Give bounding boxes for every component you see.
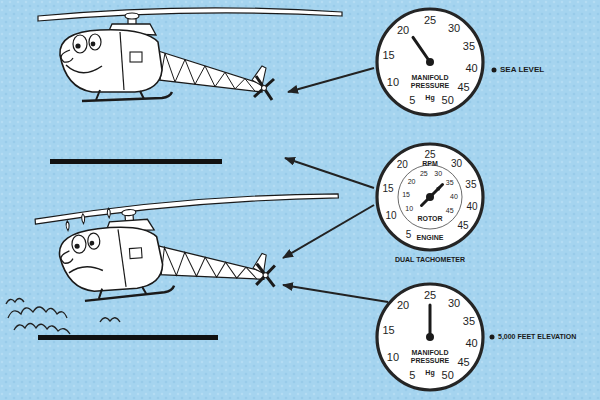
scale-number: 50 — [442, 369, 454, 381]
pointer-arrow — [283, 285, 388, 302]
ground-bar — [50, 159, 222, 164]
ground-bar — [38, 335, 218, 340]
dial-caption: MANIFOLD PRESSURE — [406, 74, 454, 89]
scale-number: 50 — [442, 94, 454, 106]
scale-number: 20 — [408, 178, 416, 186]
scale-number: 25 — [424, 149, 435, 160]
scale-number: 45 — [457, 81, 469, 93]
sweat-drops — [65, 208, 111, 231]
scale-number: 40 — [465, 337, 477, 349]
scale-number: 20 — [397, 159, 408, 170]
dial-face — [378, 285, 482, 389]
scale-number: 20 — [397, 299, 409, 311]
scale-number: 15 — [402, 191, 410, 199]
dual-tachometer-dial: 51015202530354045RPM1015202530354045ROTO… — [375, 142, 485, 252]
manifold-pressure-dial: 5 10 15 20 25 3035 40 4550 MANIFOLD PRESSURE Hg — [375, 7, 485, 117]
scale-number: 45 — [457, 356, 469, 368]
scale-number: 5 — [409, 369, 415, 381]
dial-rim — [377, 284, 483, 390]
pointer-arrow — [283, 205, 374, 258]
dial-caption: ROTOR — [417, 215, 442, 223]
manifold-pressure-dial: 5 10 15 20 25 3035 40 4550 MANIFOLD PRESSURE Hg — [375, 282, 485, 392]
scale-number: 35 — [463, 315, 475, 327]
scale-number: 45 — [457, 219, 468, 230]
dust-stroke — [14, 324, 70, 335]
dial-caption: Hg — [425, 369, 434, 377]
scale-number: 10 — [387, 351, 399, 363]
scale-number: 45 — [446, 207, 454, 215]
scale-number: 40 — [465, 62, 477, 74]
scale-number: 35 — [463, 40, 475, 52]
dial-rim — [377, 144, 483, 250]
instrument-name: DUAL TACHOMETER — [395, 256, 465, 264]
scale-number: 10 — [405, 205, 413, 213]
dust-stroke — [8, 307, 67, 318]
scale-number: 35 — [465, 178, 476, 189]
needle — [422, 185, 443, 206]
dial-face — [378, 145, 482, 249]
elevation-label: 5,000 FEET ELEVATION — [498, 333, 576, 341]
scale-number: 30 — [434, 171, 442, 179]
dial-caption: ENGINE — [417, 234, 444, 242]
gauge-faces — [378, 10, 482, 389]
scale-number: 15 — [382, 183, 393, 194]
dial-caption: MANIFOLD PRESSURE — [406, 349, 454, 364]
scale-number: 40 — [466, 200, 477, 211]
scale-number: 40 — [450, 193, 458, 201]
scale-number: 10 — [385, 210, 396, 221]
elevation-label: SEA LEVEL — [500, 66, 544, 75]
helicopter-figure — [38, 8, 342, 101]
bullet — [492, 68, 497, 73]
dust-stroke — [6, 299, 24, 305]
bullet — [490, 335, 495, 340]
inner-scale-ring — [398, 165, 462, 229]
pointer-arrows — [283, 68, 388, 302]
dust-stroke — [100, 318, 120, 322]
scale-number: 25 — [420, 170, 428, 178]
scale-number: 35 — [446, 179, 454, 187]
scale-number: 5 — [406, 229, 412, 240]
scale-number: 20 — [397, 24, 409, 36]
needle-tip — [436, 185, 443, 192]
scale-number: 5 — [409, 94, 415, 106]
scale-number: 15 — [383, 324, 395, 336]
scale-number: 25 — [424, 289, 436, 301]
frown — [69, 266, 103, 273]
needle — [429, 305, 432, 337]
smile — [66, 65, 102, 73]
scale-number: 30 — [448, 22, 460, 34]
hovering-helicopter — [38, 8, 342, 101]
scale-number: 25 — [424, 14, 436, 26]
scale-number: 10 — [387, 76, 399, 88]
pointer-arrow — [288, 68, 374, 92]
dial-face — [378, 10, 482, 114]
needle — [413, 37, 430, 62]
pointer-arrow — [285, 158, 374, 188]
dial-rim — [377, 9, 483, 115]
needle-hub — [426, 193, 434, 201]
scale-number: 30 — [448, 297, 460, 309]
scale-number: 30 — [451, 158, 462, 169]
dial-caption: Hg — [425, 94, 434, 102]
dial-caption: RPM — [422, 160, 438, 168]
scale-number: 15 — [383, 49, 395, 61]
dust-cloud — [6, 299, 120, 335]
needle-hub — [426, 333, 434, 341]
needle-hub — [426, 58, 434, 66]
